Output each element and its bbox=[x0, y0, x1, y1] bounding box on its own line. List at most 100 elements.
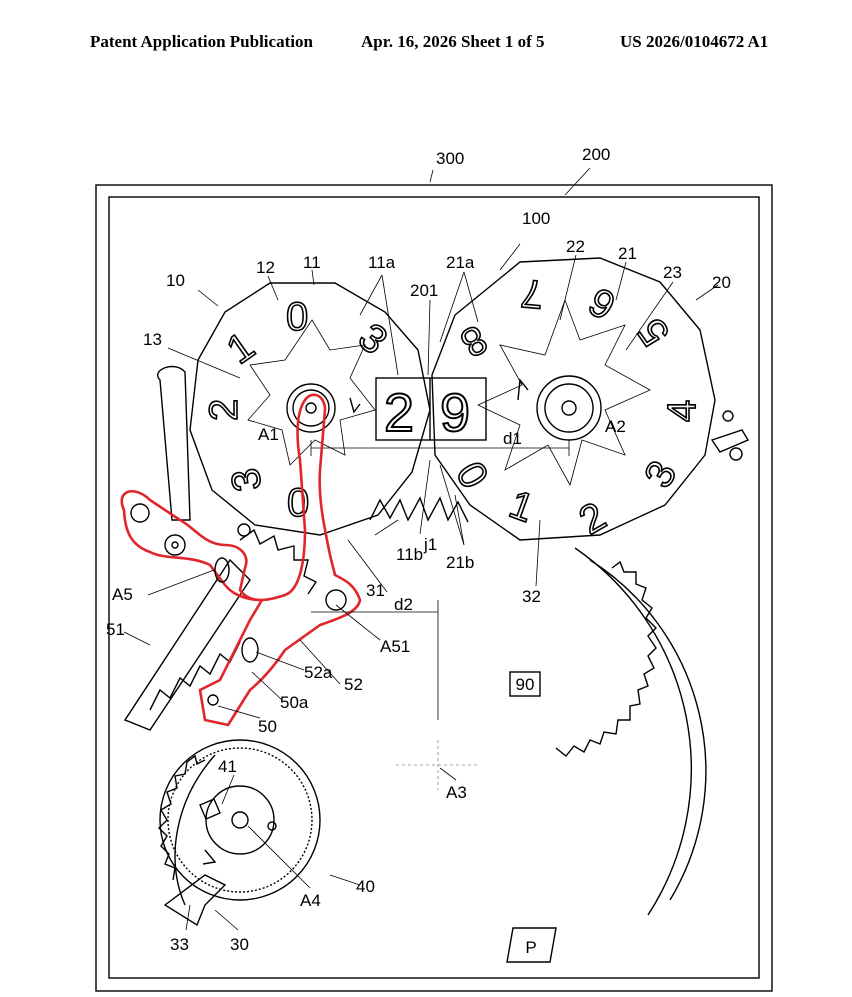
wheel-10-digit: 3 bbox=[350, 315, 395, 363]
ref-52: 52 bbox=[344, 675, 363, 694]
header-date-sheet: Apr. 16, 2026 Sheet 1 of 5 bbox=[361, 32, 545, 51]
ref-10: 10 bbox=[166, 271, 185, 290]
left-arc-gear-teeth bbox=[158, 754, 206, 881]
finger-41 bbox=[199, 798, 221, 820]
ref-50a: 50a bbox=[280, 693, 309, 712]
lever-51-teeth bbox=[149, 641, 241, 711]
date-wheel-10-star bbox=[247, 319, 376, 466]
pin-a51 bbox=[325, 589, 347, 611]
wheel-10-digit: 0 bbox=[286, 295, 308, 339]
wheel-20-digit: 1 bbox=[504, 482, 540, 531]
date-window-201 bbox=[375, 377, 487, 441]
date-wheel-10 bbox=[189, 282, 431, 536]
pivot-a1-outer bbox=[286, 383, 336, 433]
pivot-a2-center bbox=[561, 400, 577, 416]
arrow-rotation-20 bbox=[517, 378, 529, 401]
ref-100: 100 bbox=[522, 209, 550, 228]
pivot-a2-mid bbox=[544, 383, 594, 433]
wheel-10-digit: 0 bbox=[287, 481, 309, 525]
arrow-rotation-40 bbox=[202, 849, 217, 865]
ref-31: 31 bbox=[366, 581, 385, 600]
frame-200 bbox=[108, 196, 760, 979]
gear-40-hub bbox=[205, 785, 275, 855]
highlighted-lever-52 bbox=[120, 393, 362, 727]
ref-30: 30 bbox=[230, 935, 249, 954]
reference-labels: 300 200 100 10 12 11 11a 201 21a 22 21 2… bbox=[106, 145, 731, 954]
pin-a5-center bbox=[171, 541, 179, 549]
frame-300 bbox=[95, 184, 773, 992]
ref-a51: A51 bbox=[380, 637, 410, 656]
ref-22: 22 bbox=[566, 237, 585, 256]
ref-33: 33 bbox=[170, 935, 189, 954]
wheel-20-digit: 6 bbox=[582, 279, 623, 328]
pin-upper bbox=[237, 523, 251, 537]
ref-23: 23 bbox=[663, 263, 682, 282]
ref-32: 32 bbox=[522, 587, 541, 606]
date-wheel-20-star bbox=[477, 298, 651, 487]
ref-41: 41 bbox=[218, 757, 237, 776]
ref-300: 300 bbox=[436, 149, 464, 168]
pivot-a1-mid bbox=[292, 389, 330, 427]
spring-end bbox=[722, 410, 734, 422]
ref-11b: 11b bbox=[396, 545, 423, 564]
date-window-units: 2 bbox=[384, 383, 414, 443]
arrow-rotation-10 bbox=[349, 397, 361, 414]
header-publication-number: US 2026/0104672 A1 bbox=[620, 32, 769, 51]
ref-a3: A3 bbox=[446, 783, 467, 802]
pin-a5 bbox=[164, 534, 186, 556]
spring-pin bbox=[729, 447, 743, 461]
pivot-a2-outer bbox=[536, 375, 602, 441]
left-arc-gear bbox=[174, 754, 216, 906]
wheel-10-digit: 1 bbox=[219, 324, 262, 373]
wheel-10-digit: 2 bbox=[202, 399, 246, 421]
leader-lines bbox=[123, 167, 719, 931]
header-publication-type: Patent Application Publication bbox=[90, 32, 313, 51]
slot-52a bbox=[241, 637, 259, 663]
ref-a2: A2 bbox=[605, 417, 626, 436]
ref-51: 51 bbox=[106, 620, 125, 639]
slot-a5 bbox=[214, 557, 230, 583]
wheel-10-digit: 3 bbox=[223, 465, 270, 495]
jumper-33 bbox=[163, 874, 227, 927]
ring-gear-30-teeth bbox=[555, 560, 657, 757]
wheel-20-digit: 8 bbox=[453, 316, 494, 365]
ref-40: 40 bbox=[356, 877, 375, 896]
ref-a1: A1 bbox=[258, 425, 279, 444]
date-window-tens: 9 bbox=[440, 383, 470, 443]
ref-11a: 11a bbox=[368, 253, 396, 272]
ref-50: 50 bbox=[258, 717, 277, 736]
ref-21a: 21a bbox=[446, 253, 475, 272]
ref-j1: j1 bbox=[423, 535, 437, 554]
gear-40-teeth bbox=[167, 747, 313, 893]
ring-gear-30 bbox=[589, 559, 707, 901]
wheel-20-digit: 5 bbox=[629, 310, 678, 353]
pin-a5-ring bbox=[130, 503, 150, 523]
date-wheel-20 bbox=[431, 257, 716, 541]
pivot-a1-center bbox=[305, 402, 317, 414]
ref-11: 11 bbox=[303, 253, 321, 272]
ref-52a: 52a bbox=[304, 663, 333, 682]
pin-41-hole bbox=[267, 821, 277, 831]
box-p-text: P bbox=[525, 938, 536, 957]
ref-a4: A4 bbox=[300, 891, 321, 910]
ref-20: 20 bbox=[712, 273, 731, 292]
wheel-10-digits: 0 3 3 0 2 1 bbox=[201, 294, 396, 526]
ref-201: 201 bbox=[410, 281, 438, 300]
gear-40 bbox=[159, 739, 321, 901]
spring-arm bbox=[710, 429, 750, 453]
pivot-a4 bbox=[231, 811, 249, 829]
wheel-20-digit: 7 bbox=[519, 270, 545, 316]
box-90-text: 90 bbox=[516, 675, 535, 694]
ref-13: 13 bbox=[143, 330, 162, 349]
box-90 bbox=[509, 671, 541, 697]
ref-21b: 21b bbox=[446, 553, 474, 572]
pin-50 bbox=[207, 694, 219, 706]
ref-200: 200 bbox=[582, 145, 610, 164]
lever-51 bbox=[123, 558, 251, 731]
ring-gear-30-inner bbox=[574, 547, 692, 916]
gear-segment bbox=[239, 528, 318, 595]
wheel-20-digit: 0 bbox=[447, 455, 496, 496]
ref-21: 21 bbox=[618, 244, 637, 263]
drive-gear-31 bbox=[369, 496, 469, 523]
